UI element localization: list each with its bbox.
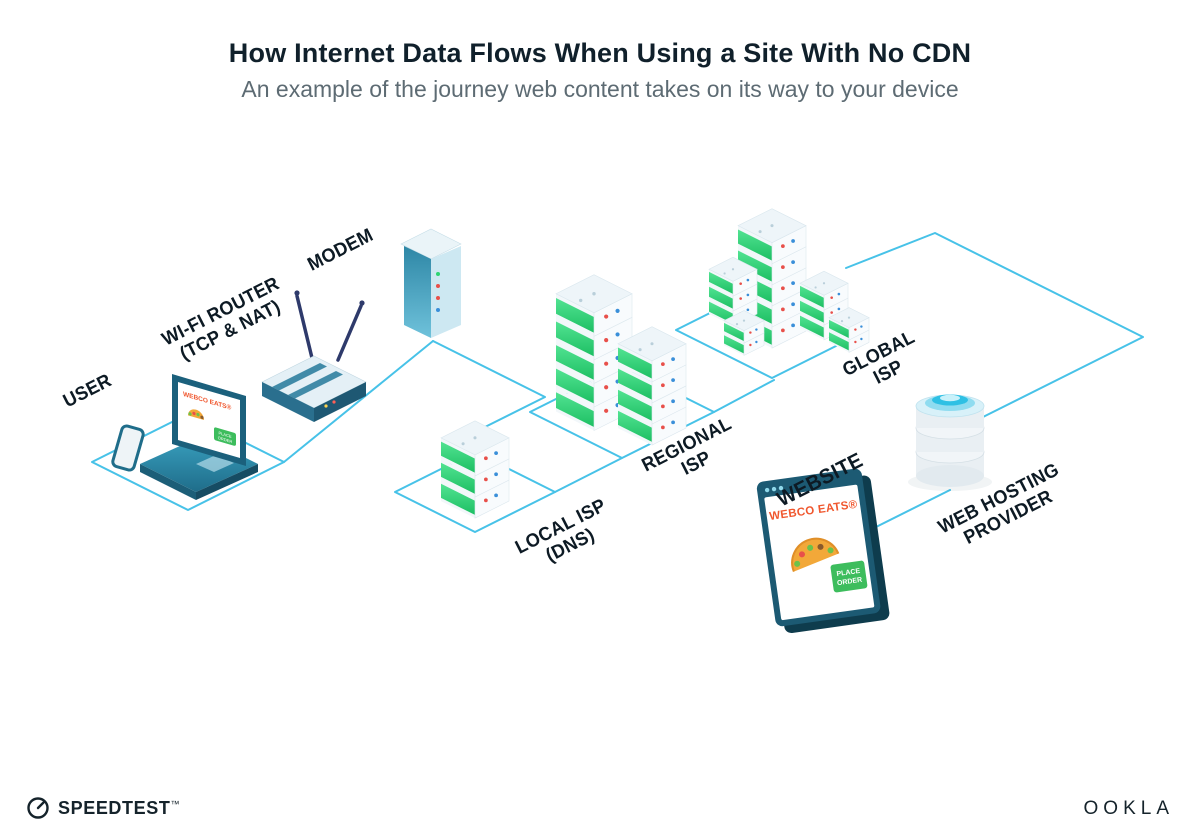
server-stacks xyxy=(440,208,870,519)
speedtest-wordmark: SPEEDTEST™ xyxy=(58,797,181,818)
speedtest-gauge-icon xyxy=(27,797,49,819)
hosting-to-website-line xyxy=(869,489,951,531)
phone-icon xyxy=(111,424,145,472)
speedtest-logo: SPEEDTEST™ xyxy=(26,796,180,820)
antenna-right xyxy=(336,304,363,362)
modem-to-local-line xyxy=(432,340,546,433)
taco-icon-small xyxy=(188,409,204,420)
regional-isp-server-front-icon xyxy=(617,326,687,446)
browser-dot xyxy=(778,485,784,491)
website-browser-icon: WEBCO EATS® PLACE ORDER xyxy=(756,468,890,634)
global-isp-server-front-right-icon xyxy=(828,307,870,353)
page-subtitle: An example of the journey web content ta… xyxy=(241,76,959,102)
svg-text:ORDER: ORDER xyxy=(837,577,863,587)
browser-dot xyxy=(764,487,770,493)
svg-text:PLACE: PLACE xyxy=(218,430,231,439)
modem-icon xyxy=(400,228,462,338)
web-hosting-icon xyxy=(908,394,992,491)
global-to-hosting-line xyxy=(845,232,1144,422)
svg-text:ORDER: ORDER xyxy=(218,435,232,444)
page-title: How Internet Data Flows When Using a Sit… xyxy=(228,38,972,68)
taco-icon xyxy=(791,537,840,573)
wifi-router-icon xyxy=(261,290,367,422)
local-isp-server-icon xyxy=(440,420,510,519)
user-to-modem-line xyxy=(283,340,434,463)
browser-dot xyxy=(771,486,777,492)
svg-text:PLACE: PLACE xyxy=(836,568,861,578)
antenna-left xyxy=(295,294,314,360)
laptop-icon: WEBCO EATS® PLACE ORDER xyxy=(111,374,258,500)
regional-isp-server-back-icon xyxy=(555,274,633,432)
global-isp-server-front-left-icon xyxy=(723,310,765,356)
place-order-button xyxy=(830,560,868,593)
regional-to-global-line xyxy=(713,379,775,413)
local-to-regional-line xyxy=(554,457,623,493)
laptop-order-button xyxy=(214,427,236,446)
ookla-logo: OOKLA xyxy=(1083,798,1174,819)
